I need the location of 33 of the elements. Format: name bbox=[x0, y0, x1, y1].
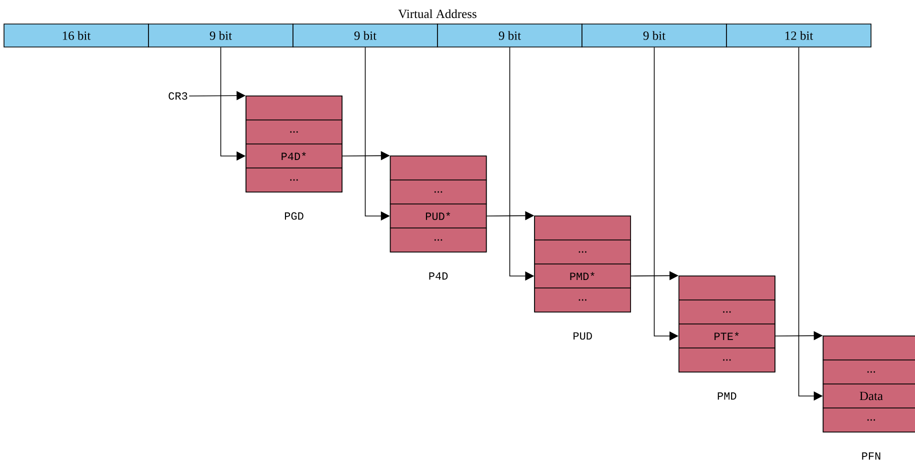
bit-field-cell: 12 bit bbox=[726, 24, 872, 48]
table-row: ... bbox=[534, 240, 631, 264]
register-label: CR3 bbox=[168, 92, 188, 100]
table-caption: PGD bbox=[284, 212, 304, 220]
bit-field-cell: 9 bit bbox=[582, 24, 727, 48]
table-row: PMD* bbox=[534, 264, 631, 288]
table-row bbox=[822, 336, 915, 360]
table-row bbox=[390, 156, 487, 180]
table-row: P4D* bbox=[246, 144, 342, 168]
bit-field-cell: 9 bit bbox=[292, 24, 438, 48]
table-row: ... bbox=[390, 228, 487, 252]
title: Virtual Address bbox=[398, 9, 476, 18]
bit-field-cell: 16 bit bbox=[4, 24, 149, 48]
table-row bbox=[534, 216, 631, 240]
table-caption: PMD bbox=[718, 392, 736, 400]
bit-field-cell: 9 bit bbox=[437, 24, 582, 48]
table-row: ... bbox=[822, 408, 915, 432]
table-caption: PFN bbox=[862, 452, 880, 460]
table-row: ... bbox=[390, 180, 487, 204]
table-row bbox=[678, 276, 776, 300]
table-row: ... bbox=[246, 168, 342, 192]
table-row: ... bbox=[822, 360, 915, 384]
table-caption: PUD bbox=[574, 332, 592, 340]
bit-field-cell: 9 bit bbox=[148, 24, 294, 48]
table-row: ... bbox=[246, 120, 342, 144]
table-row bbox=[246, 96, 342, 120]
table-caption: P4D bbox=[429, 272, 448, 280]
table-row: PTE* bbox=[678, 324, 776, 348]
table-row: ... bbox=[678, 348, 776, 372]
table-row: ... bbox=[678, 300, 776, 324]
table-row: PUD* bbox=[390, 204, 487, 228]
table-row: ... bbox=[534, 288, 631, 312]
table-row: Data bbox=[822, 384, 915, 408]
